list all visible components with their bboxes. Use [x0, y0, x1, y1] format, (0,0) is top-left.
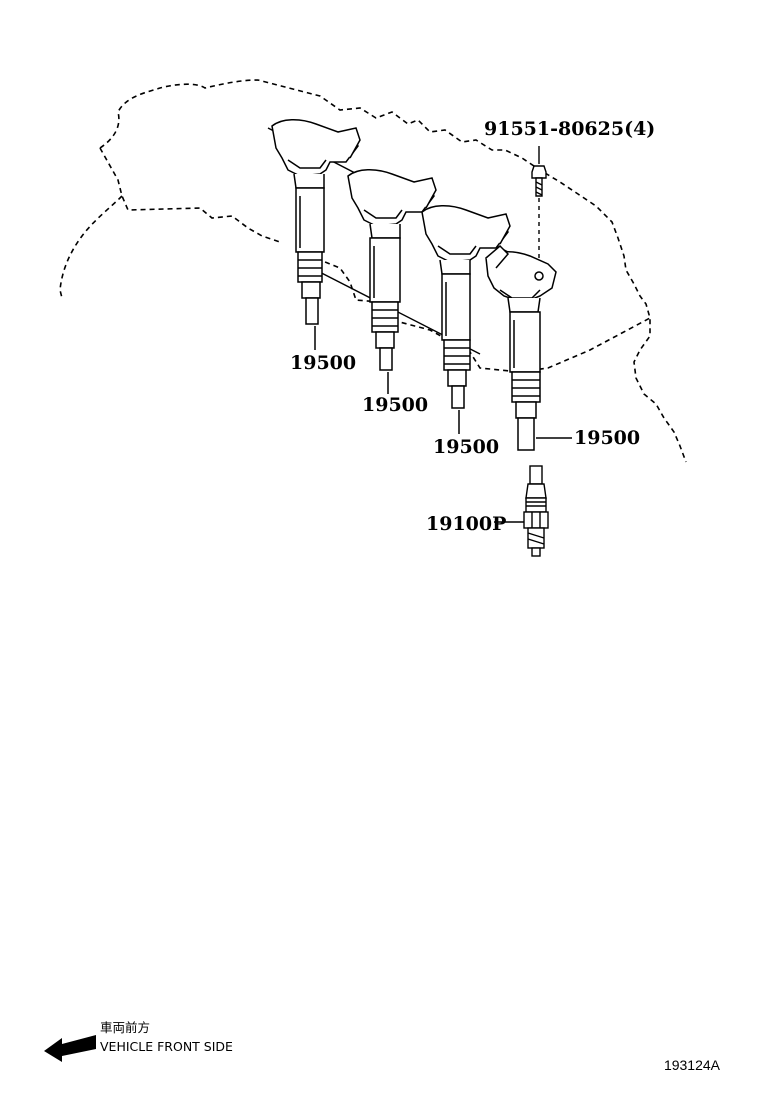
front-label-en: VEHICLE FRONT SIDE	[100, 1039, 233, 1054]
coil-4-callout: 19500	[574, 427, 640, 449]
front-label-jp: 車両前方	[100, 1020, 150, 1035]
coil-1-callout: 19500	[290, 352, 356, 374]
ignition-coil-2	[347, 169, 437, 394]
spark-plug-callout: 19100P	[426, 513, 506, 535]
bolt-callout: 91551-80625(4)	[484, 118, 655, 140]
engine-outline	[59, 79, 687, 463]
ignition-coil-3	[421, 205, 511, 434]
spark-plug	[494, 465, 549, 557]
coil-2-callout: 19500	[362, 394, 428, 416]
front-direction-arrow-icon	[44, 1035, 96, 1062]
ignition-coil-4	[485, 244, 572, 451]
bolt	[531, 146, 547, 272]
diagram-id: 193124A	[664, 1057, 721, 1073]
ignition-coil-1	[271, 119, 361, 350]
coil-3-callout: 19500	[433, 436, 499, 458]
